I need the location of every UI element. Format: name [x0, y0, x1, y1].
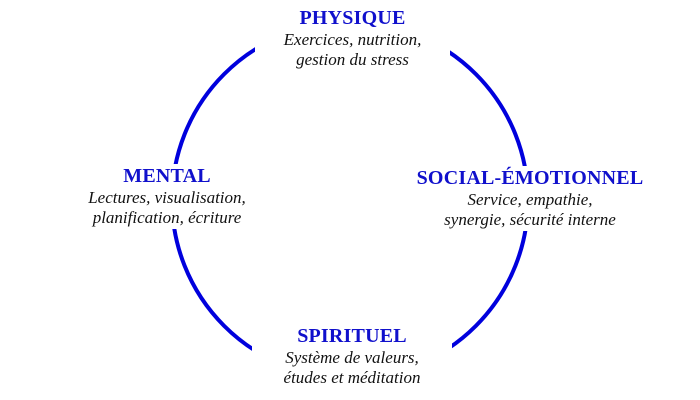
node-mental-title: MENTAL: [123, 165, 211, 187]
node-physique: PHYSIQUE Exercices, nutrition, gestion d…: [255, 6, 450, 71]
node-physique-desc-line2: gestion du stress: [296, 50, 409, 70]
node-physique-title: PHYSIQUE: [299, 7, 406, 29]
node-social-title: SOCIAL-ÉMOTIONNEL: [416, 167, 644, 189]
node-spirituel: SPIRITUEL Système de valeurs, études et …: [252, 324, 452, 389]
node-spirituel-title: SPIRITUEL: [297, 325, 407, 347]
node-social-desc-line2: synergie, sécurité interne: [444, 210, 616, 230]
node-social-emotionnel: SOCIAL-ÉMOTIONNEL Service, empathie, syn…: [400, 166, 660, 231]
node-physique-desc-line1: Exercices, nutrition,: [283, 30, 422, 49]
node-spirituel-desc-line1: Système de valeurs,: [285, 348, 419, 367]
node-social-desc-line1: Service, empathie,: [467, 190, 593, 209]
node-mental-desc-line2: planification, écriture: [92, 208, 242, 228]
node-mental-desc-line1: Lectures, visualisation,: [88, 188, 246, 207]
node-mental: MENTAL Lectures, visualisation, planific…: [62, 164, 272, 229]
node-spirituel-desc-line2: études et méditation: [283, 368, 421, 388]
